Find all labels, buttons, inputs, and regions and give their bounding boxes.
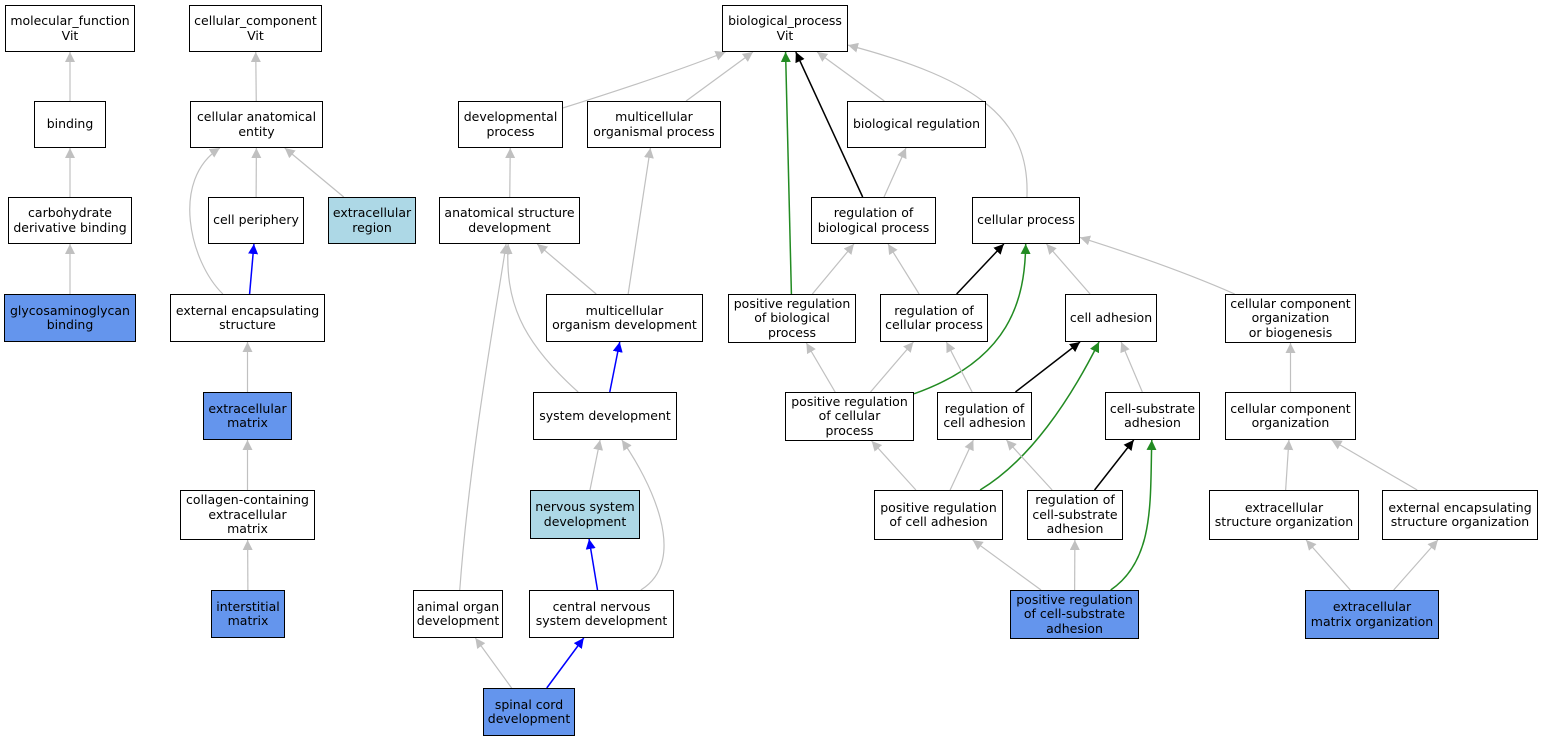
node-cae: cellular anatomical entity [190,101,323,148]
edge-mod-to-mop [627,147,654,295]
node-celladh: cell adhesion [1065,294,1157,342]
edge-ecmorg-to-eso [1305,539,1351,591]
edge-mop-to-bp [685,51,754,102]
node-posregcp: positive regulation of cellular process [785,392,914,441]
edge-ees-to-cae [189,147,224,295]
edge-posregca-to-celladh [979,341,1100,491]
node-regcsa: regulation of cell-substrate adhesion [1027,490,1123,540]
edge-mod-to-asd [536,243,597,295]
edge-devproc-to-bp [562,51,726,109]
node-mod: multicellular organism development [546,294,703,342]
node-mf: molecular_function Vit [5,5,135,52]
node-posregbp: positive regulation of biological proces… [728,294,856,343]
node-cc: cellular_component Vit [189,5,322,52]
node-eso: extracellular structure organization [1209,490,1359,540]
node-cdb: carbohydrate derivative binding [8,197,132,244]
edge-posregca-to-regca [949,439,974,491]
edge-celladh-to-cellproc [1046,243,1091,295]
node-ecmorg: extracellular matrix organization [1305,590,1439,639]
edge-posregcsa-to-csa [1110,439,1157,591]
node-extreg: extracellular region [328,197,416,244]
edge-sysdev-to-mod [609,341,623,393]
edge-eeso-to-cco [1331,439,1418,491]
node-imatrix: interstitial matrix [211,590,285,638]
edge-regcp-to-regbp [887,243,920,295]
node-gagb: glycosaminoglycan binding [4,294,136,342]
edge-ecmorg-to-eeso [1393,539,1439,591]
node-eeso: external encapsulating structure organiz… [1382,490,1538,540]
edge-regcsa-to-regca [1005,439,1053,491]
edge-regbp-to-bp [795,51,864,198]
node-binding: binding [34,101,106,148]
edge-regca-to-regcp [945,341,973,393]
node-ees: external encapsulating structure [170,294,325,342]
node-cnsd: central nervous system development [529,590,674,638]
node-cellproc: cellular process [972,197,1080,244]
node-aod: animal organ development [413,590,503,638]
edge-posregca-to-posregcp [871,440,917,491]
edge-regbp-to-bioreg [883,147,907,198]
node-posregca: positive regulation of cell adhesion [874,490,1003,540]
node-cellper: cell periphery [208,197,304,244]
node-regcp: regulation of cellular process [880,294,988,342]
edge-cnsd-to-nsd [585,538,599,591]
edge-cae-to-cc [250,51,261,102]
edge-cnsd-to-sysdev [621,439,665,591]
edge-csa-to-celladh [1120,341,1143,393]
node-asd: anatomical structure development [439,197,580,244]
edge-ees-to-cellper [248,243,259,295]
edge-regca-to-celladh [1015,341,1081,393]
edge-nsd-to-sysdev [589,439,604,491]
edge-bioreg-to-bp [816,51,885,102]
edge-eso-to-cco [1283,439,1294,491]
node-regca: regulation of cell adhesion [937,392,1032,440]
edge-extreg-to-cae [284,147,345,198]
edge-aod-to-asd [459,243,510,591]
node-posregcsa: positive regulation of cell-substrate ad… [1010,590,1139,639]
edge-regcsa-to-csa [1093,439,1135,491]
edge-sysdev-to-asd [502,243,579,393]
edge-posregcsa-to-posregca [972,539,1042,591]
edge-asd-to-devproc [505,147,516,198]
node-ecm: extracellular matrix [203,392,292,440]
edge-posregbp-to-bp [780,51,793,295]
edge-cellproc-to-bp [847,42,1028,198]
edge-posregcp-to-posregbp [805,342,836,393]
edge-posregbp-to-regbp [811,243,855,295]
node-nsd: nervous system development [530,490,640,539]
edge-scd-to-cnsd [546,637,585,689]
edge-ccob-to-cellproc [1079,235,1235,295]
node-cco: cellular component organization [1225,392,1356,440]
node-bioreg: biological regulation [847,101,986,148]
edge-posregcp-to-cellproc [913,243,1031,395]
node-ccob: cellular component organization or bioge… [1225,294,1356,343]
node-mop: multicellular organismal process [587,101,721,148]
node-bp: biological_process Vit [722,5,848,52]
edge-regcp-to-cellproc [956,243,1005,295]
node-sysdev: system development [533,392,677,440]
edge-posregcp-to-regcp [870,341,914,393]
node-ccecm: collagen-containing extracellular matrix [180,490,315,540]
node-scd: spinal cord development [483,688,575,736]
node-regbp: regulation of biological process [811,197,936,244]
edge-scd-to-aod [474,637,513,689]
node-csa: cell-substrate adhesion [1105,392,1200,440]
node-devproc: developmental process [458,101,563,148]
